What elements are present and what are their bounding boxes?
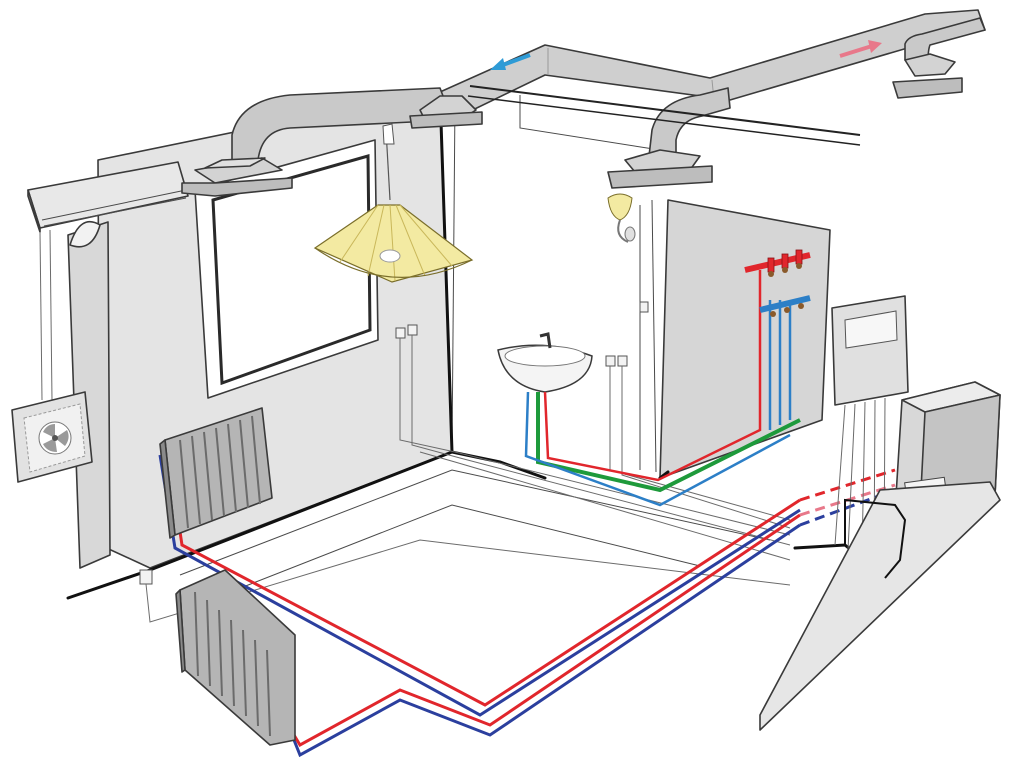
ventilation-ductwork bbox=[231, 9, 986, 166]
wall-exhaust-fan bbox=[11, 391, 93, 483]
radiator-lower bbox=[175, 569, 296, 746]
diffuser-middle bbox=[409, 95, 483, 129]
wall-sconce bbox=[607, 193, 636, 243]
right-wall-edge bbox=[759, 481, 1001, 731]
diffuser-far-right bbox=[892, 53, 963, 99]
heating-boiler bbox=[895, 381, 1001, 511]
supply-airflow-arrow bbox=[839, 40, 882, 58]
diffuser-left bbox=[181, 157, 293, 197]
socket-icon bbox=[139, 569, 153, 585]
ceiling-diffusers bbox=[181, 53, 963, 197]
fan-icon bbox=[38, 421, 72, 455]
plumbing-pipes bbox=[524, 270, 801, 507]
window-opening bbox=[194, 139, 379, 399]
panel-radiators bbox=[159, 407, 296, 746]
water-manifold bbox=[744, 249, 811, 317]
pendant-lamp bbox=[313, 123, 474, 283]
wall-air-conditioner bbox=[27, 161, 189, 401]
diffuser-right bbox=[607, 149, 713, 189]
socket-icon bbox=[639, 301, 649, 313]
wash-basin bbox=[497, 332, 593, 393]
radiator-upper bbox=[159, 407, 273, 539]
exhaust-airflow-arrow bbox=[490, 53, 531, 70]
room-floor bbox=[150, 452, 880, 720]
ceiling-lines bbox=[467, 85, 861, 146]
